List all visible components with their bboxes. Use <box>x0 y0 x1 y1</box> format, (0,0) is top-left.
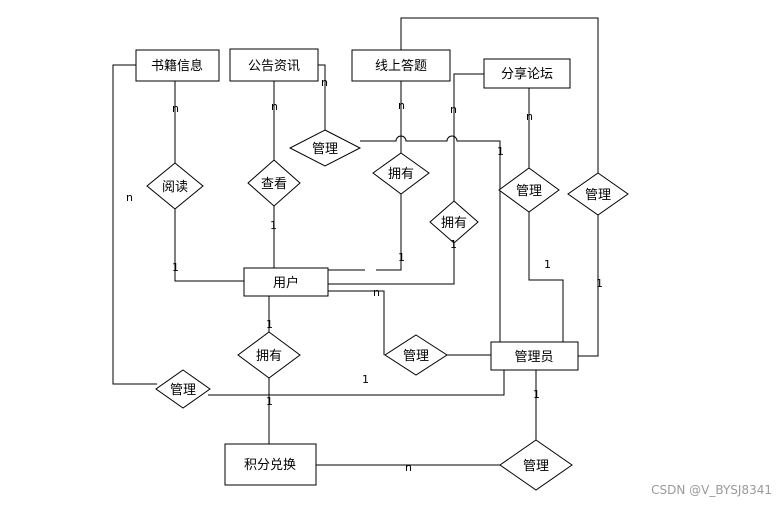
entity-admin-label: 管理员 <box>514 350 553 365</box>
relationship-manage-book[interactable]: 管理 <box>155 369 211 409</box>
relationship-manage-points[interactable]: 管理 <box>499 439 573 491</box>
entity-announcement-label: 公告资讯 <box>248 59 300 74</box>
cardinality-user-read: 1 <box>172 261 179 274</box>
watermark: CSDN @V_BYSJ8341 <box>651 483 772 497</box>
line-manage-admin-announce <box>360 135 501 344</box>
relationship-view-label: 查看 <box>261 176 287 192</box>
cardinality-quiz-own: n <box>398 99 405 112</box>
relationship-manage-book-label: 管理 <box>170 383 196 398</box>
line-announce-manage <box>318 64 326 130</box>
cardinality-points-manage: n <box>405 461 412 474</box>
entity-points-exchange[interactable]: 积分兑换 <box>224 443 317 486</box>
relationship-own-points[interactable]: 拥有 <box>237 331 301 379</box>
connectors <box>112 17 599 466</box>
entity-book-info-label: 书籍信息 <box>151 58 203 74</box>
cardinality-book-read: n <box>172 102 179 115</box>
cardinality-user-own-points: 1 <box>266 318 273 331</box>
line-read-user <box>174 209 244 282</box>
relationship-read-label: 阅读 <box>162 180 188 195</box>
line-quiz-manage-top <box>400 17 599 173</box>
cardinality-user-manage: n <box>373 286 380 299</box>
relationship-manage-announcement-label: 管理 <box>312 142 338 157</box>
relationship-manage-forum-label: 管理 <box>516 184 542 199</box>
line-manage-admin-book <box>208 370 505 396</box>
cardinality-book-manage: n <box>126 191 133 204</box>
relationship-read[interactable]: 阅读 <box>146 162 204 210</box>
entity-announcement[interactable]: 公告资讯 <box>229 48 319 82</box>
entity-user[interactable]: 用户 <box>243 267 329 297</box>
entity-points-exchange-label: 积分兑换 <box>244 458 296 473</box>
line-own-user-forum <box>328 243 455 285</box>
relationship-manage-user[interactable]: 管理 <box>384 334 448 376</box>
cardinality-points-own: 1 <box>266 395 273 408</box>
entity-admin[interactable]: 管理员 <box>490 341 579 371</box>
relationship-own-quiz-label: 拥有 <box>388 167 414 182</box>
line-book-manage <box>112 64 157 385</box>
relationship-manage-forum[interactable]: 管理 <box>498 167 560 213</box>
cardinality-user-own-forum: 1 <box>450 238 457 251</box>
cardinality-admin-manage-book: 1 <box>362 373 369 386</box>
entity-online-quiz[interactable]: 线上答题 <box>351 49 451 82</box>
cardinality-user-own-quiz: 1 <box>398 251 405 264</box>
cardinality-user-view: 1 <box>270 219 277 232</box>
cardinality-forum-own: n <box>450 103 457 116</box>
entity-forum[interactable]: 分享论坛 <box>483 58 571 89</box>
entity-book-info[interactable]: 书籍信息 <box>135 49 220 82</box>
cardinality-admin-manage-forum: 1 <box>544 258 551 271</box>
relationship-view[interactable]: 查看 <box>247 159 301 207</box>
relationship-own-forum-label: 拥有 <box>441 216 467 231</box>
relationship-manage-points-label: 管理 <box>523 459 549 474</box>
cardinality-forum-manage: n <box>526 110 533 123</box>
relationship-manage-announcement[interactable]: 管理 <box>288 129 362 167</box>
cardinality-announce-manage: n <box>321 76 328 89</box>
entity-online-quiz-label: 线上答题 <box>375 58 427 74</box>
relationship-manage-user-label: 管理 <box>403 349 429 364</box>
line-user-manage <box>328 290 385 355</box>
relationship-own-quiz[interactable]: 拥有 <box>372 152 430 195</box>
line-manage-admin-quiz <box>578 215 599 357</box>
entity-user-label: 用户 <box>273 275 299 291</box>
cardinality-admin-manage-announce: 1 <box>497 145 504 158</box>
relationship-own-forum[interactable]: 拥有 <box>429 200 479 244</box>
cardinality-admin-manage-quiz: 1 <box>596 277 603 290</box>
cardinality-announce-view: n <box>271 100 278 113</box>
cardinality-admin-manage-points: 1 <box>533 388 540 401</box>
entity-forum-label: 分享论坛 <box>501 66 553 82</box>
relationship-manage-quiz[interactable]: 管理 <box>567 172 629 216</box>
relationship-own-points-label: 拥有 <box>256 349 282 364</box>
relationship-manage-quiz-label: 管理 <box>585 188 611 203</box>
cardinality-labels: n 1 n 1 n 1 n 1 n 1 n 1 1 n 1 1 n 1 1 n <box>126 76 603 474</box>
line-forum-own <box>453 73 484 201</box>
line-manage-admin-forum <box>528 212 564 342</box>
line-own-user-quiz <box>376 194 402 271</box>
